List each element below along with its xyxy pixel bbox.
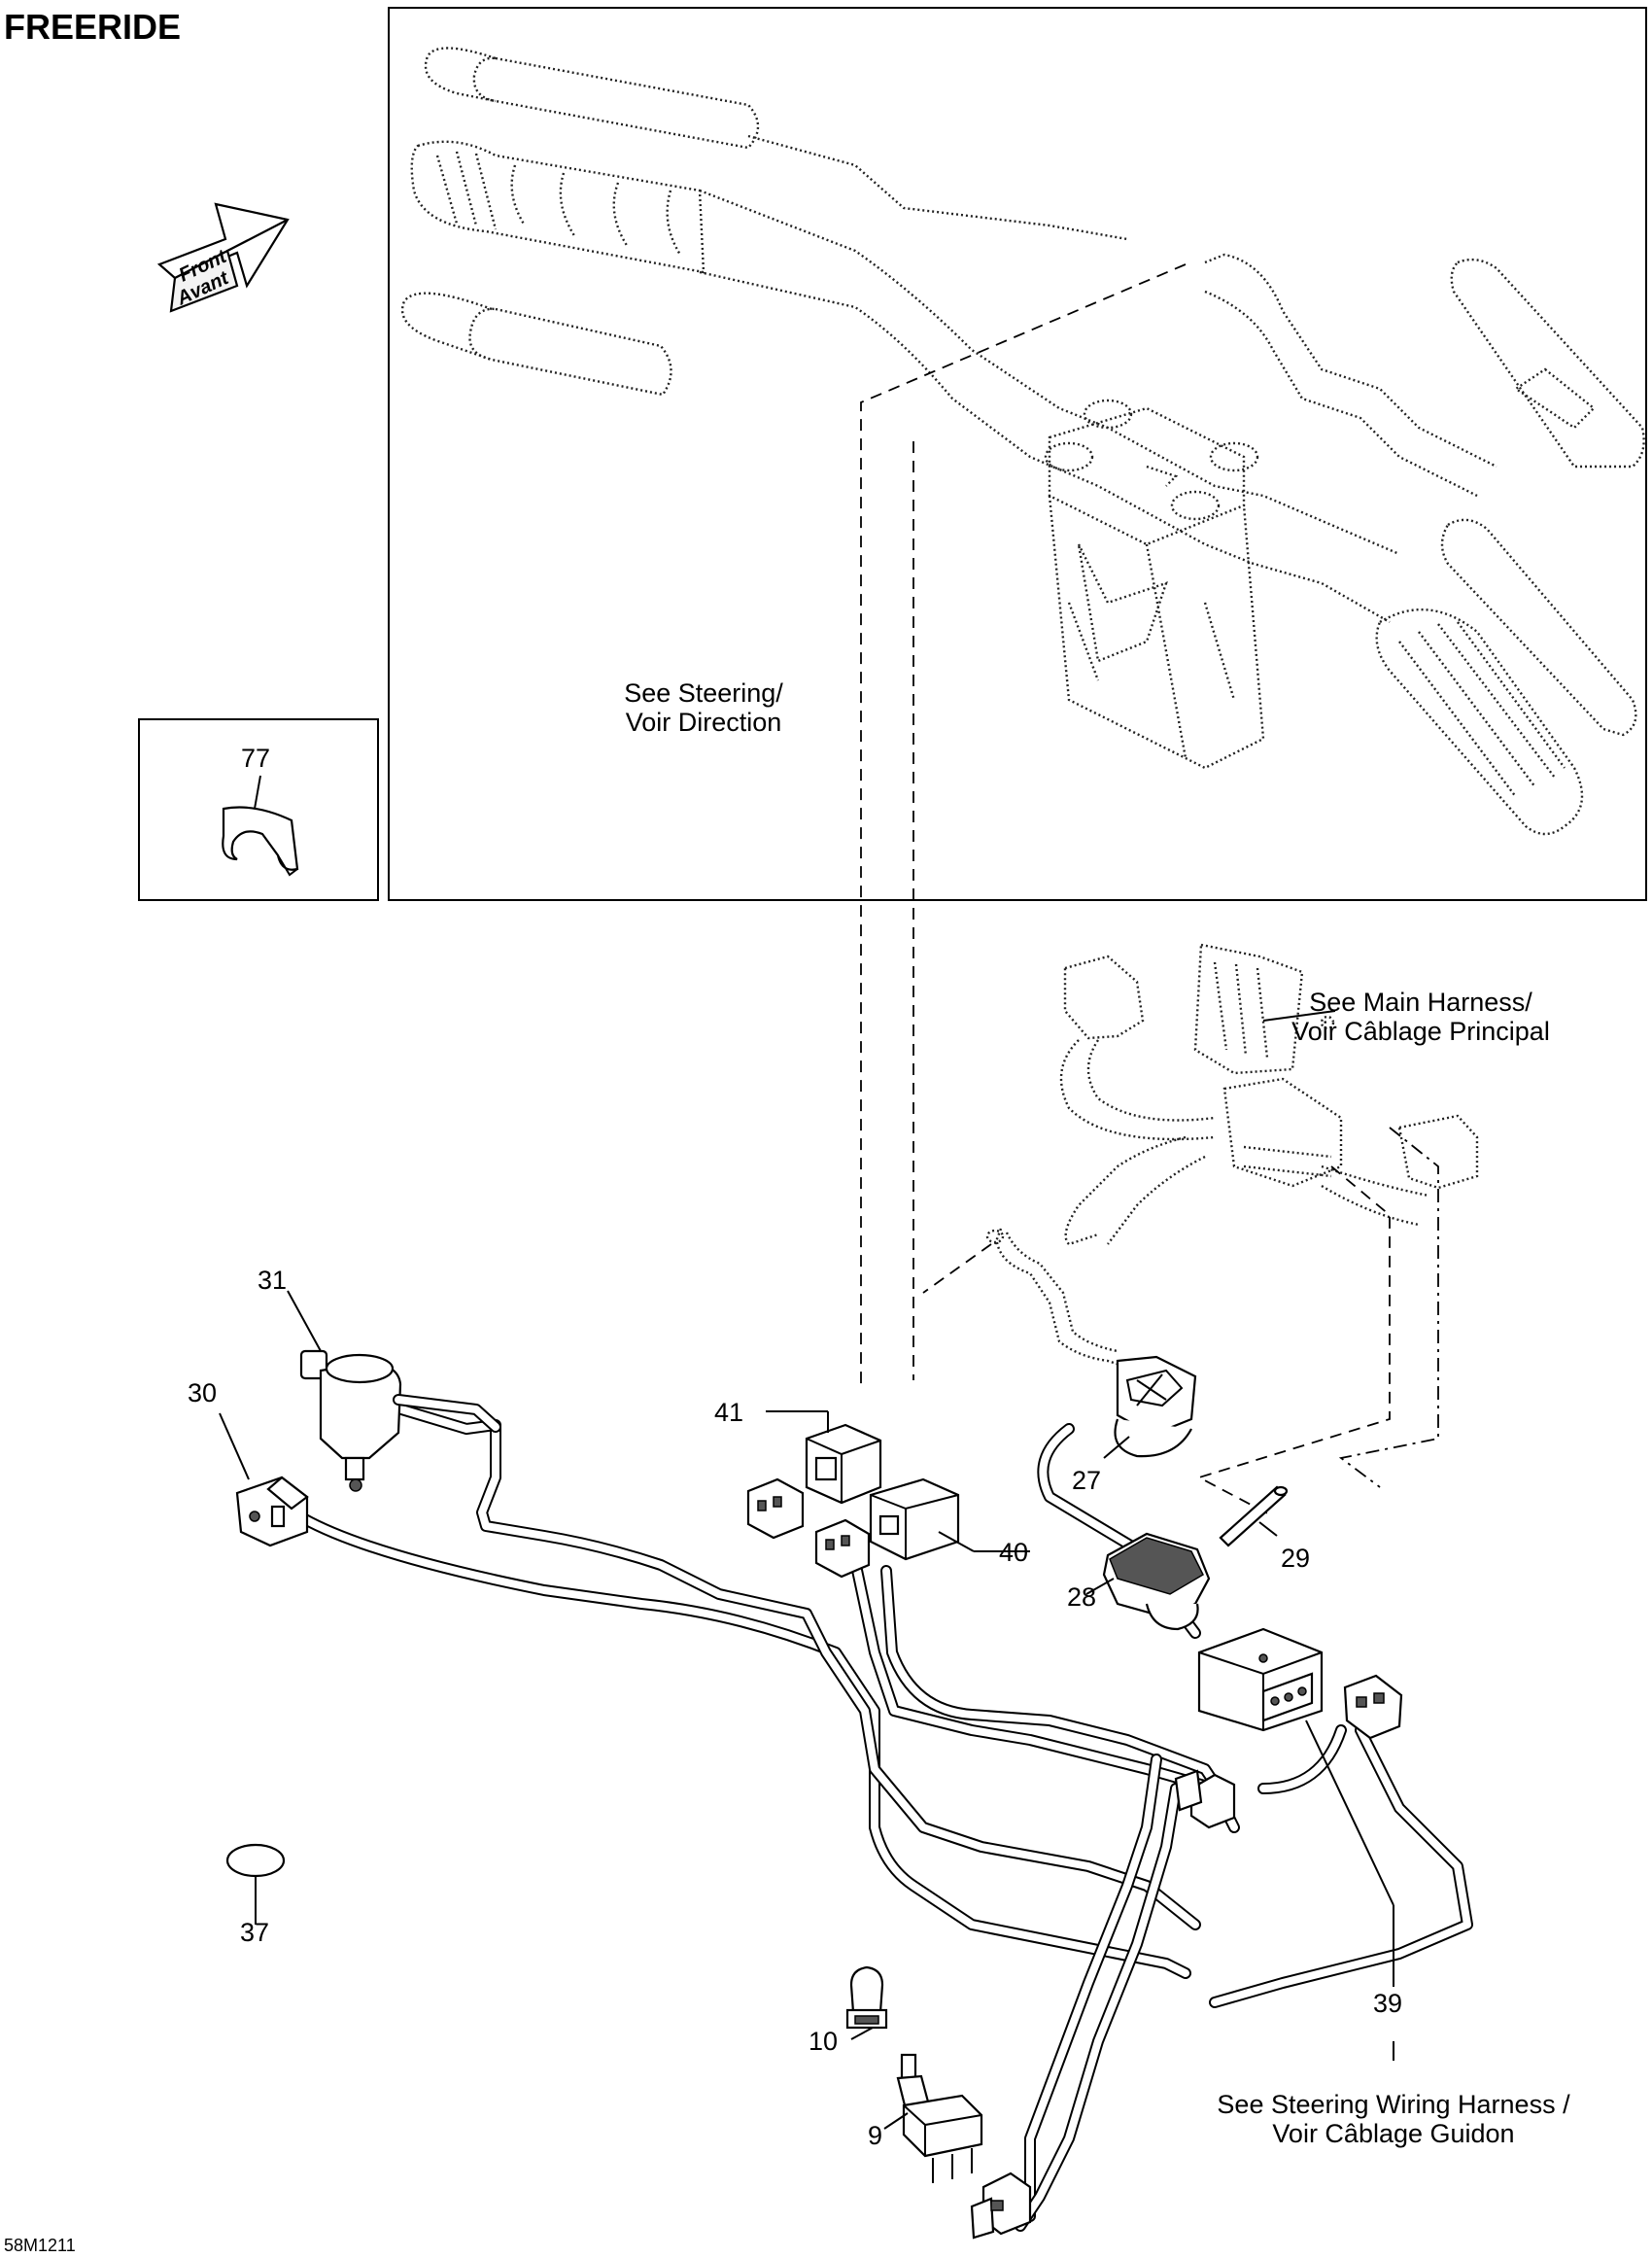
callout-39: 39 [1373,1989,1402,2018]
harness-connector-pair [746,1477,871,1579]
callout-40: 40 [999,1538,1028,1567]
lower-connector [970,2171,1032,2240]
steering-reference-box [388,7,1647,901]
part-31-switch [299,1349,501,1492]
callout-28: 28 [1067,1582,1096,1612]
steering-note-line1: See Steering/ [624,678,783,708]
main-harness-note-line1: See Main Harness/ [1309,988,1532,1017]
part-30-connector [235,1476,309,1547]
leader-lines [219,1010,1394,2130]
part-77-clip [222,775,299,877]
callout-29: 29 [1281,1544,1310,1573]
steering-wiring-note-line1: See Steering Wiring Harness / [1217,2090,1570,2119]
main-harness-note-line2: Voir Câblage Principal [1291,1017,1550,1046]
handlebar-assembly [400,47,1645,836]
part-77-inset-box [138,718,379,901]
part-29-pin [1219,1485,1289,1547]
drawing-code: 58M1211 [4,2236,76,2255]
part-41-connector [805,1423,882,1505]
part-39-module [1174,1627,1403,1829]
callout-9: 9 [868,2121,882,2150]
callout-41: 41 [714,1398,743,1427]
part-37-decal [225,1843,286,1878]
callout-10: 10 [809,2027,838,2056]
reference-lines [860,263,1439,1517]
part-10-bulb [845,1965,888,2030]
part-9-switch [896,2053,983,2183]
steering-wiring-note-line2: Voir Câblage Guidon [1272,2119,1514,2148]
part-27-switch [1114,1355,1197,1458]
main-harness-reference [985,943,1479,1372]
part-28-cap [1102,1532,1211,1631]
front-arrow-icon: Front Avant [156,202,290,313]
callout-30: 30 [188,1378,217,1407]
steering-note-line2: Voir Direction [626,708,782,737]
callout-27: 27 [1072,1466,1101,1495]
callout-77: 77 [241,744,270,773]
callout-31: 31 [258,1266,287,1295]
callout-37: 37 [240,1918,269,1947]
part-40-connector [869,1477,960,1561]
page-title: FREERIDE [4,7,181,47]
